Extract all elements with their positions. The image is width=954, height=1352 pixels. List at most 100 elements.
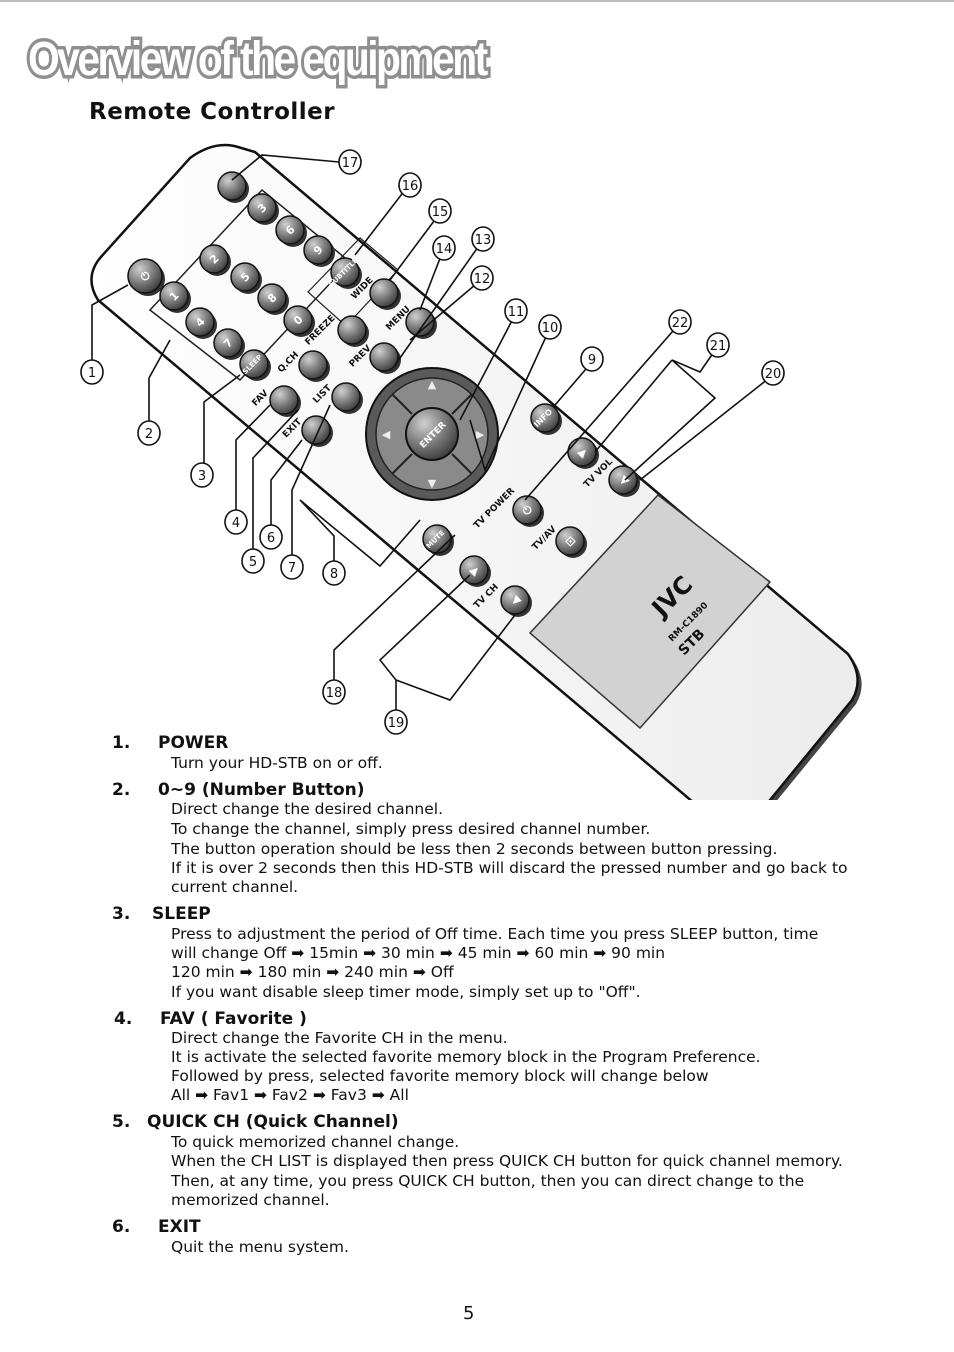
callout-13: 13 (471, 226, 495, 252)
leader-line (270, 439, 303, 537)
item-number: 2. (112, 780, 131, 800)
digit-7-button[interactable]: 7 (213, 328, 245, 360)
svg-text:20: 20 (765, 367, 782, 382)
item-description-line: It is activate the selected favorite mem… (171, 1048, 761, 1066)
digit-2-button[interactable]: 2 (199, 244, 231, 276)
svg-text:9: 9 (588, 353, 596, 368)
tv-power-button[interactable]: ⏻ (512, 495, 544, 527)
leader-line (378, 574, 516, 722)
item-title: FAV ( Favorite ) (160, 1009, 307, 1029)
leader-line (231, 154, 351, 181)
exit-button[interactable] (301, 415, 333, 447)
svg-text:7: 7 (288, 561, 296, 576)
callout-15: 15 (428, 198, 452, 224)
tv-av-button[interactable]: ⊡ (555, 526, 587, 558)
svg-text:19: 19 (388, 716, 405, 731)
subtitle-button[interactable] (330, 257, 362, 289)
leader-line (252, 409, 299, 560)
item-description-line: memorized channel. (171, 1191, 330, 1209)
callout-leaders (91, 154, 774, 722)
tv-ch-down-button[interactable]: ◀ (500, 585, 532, 617)
dpad-down-icon: ▼ (428, 477, 437, 490)
item-description-line: If it is over 2 seconds then this HD-STB… (171, 859, 848, 877)
svg-text:22: 22 (672, 316, 689, 331)
svg-text:16: 16 (402, 179, 419, 194)
svg-text:11: 11 (508, 305, 525, 320)
callout-22: 22 (668, 309, 692, 335)
svg-text:2: 2 (145, 427, 153, 442)
leader-line (235, 404, 271, 522)
digit-3-button[interactable]: 3 (247, 193, 279, 225)
callout-6: 6 (259, 524, 283, 550)
svg-text:10: 10 (542, 321, 559, 336)
leader-line (333, 534, 456, 692)
item-description-line: current channel. (171, 878, 299, 896)
digit-9-button[interactable]: 9 (303, 235, 335, 267)
dpad-right-icon: ▶ (476, 428, 485, 441)
tv-vol-up-button[interactable]: ▶ (567, 437, 599, 469)
mute-top-button[interactable] (217, 171, 249, 203)
digit-4-button[interactable]: 4 (185, 307, 217, 339)
item-description-line: Press to adjustment the period of Off ti… (171, 925, 819, 943)
leader-line (639, 374, 774, 481)
item-description-line: Quit the menu system. (171, 1238, 349, 1256)
power-button[interactable]: ⏻ (127, 258, 165, 296)
freeze-button[interactable] (337, 315, 369, 347)
svg-text:12: 12 (474, 272, 491, 287)
enter-button[interactable] (405, 407, 459, 461)
leader-line (291, 404, 331, 566)
callout-18: 18 (322, 679, 346, 705)
digit-1-button[interactable]: 1 (159, 281, 191, 313)
leader-line (409, 278, 483, 341)
digit-5-button[interactable]: 5 (230, 262, 262, 294)
svg-text:5: 5 (249, 555, 257, 570)
callout-10: 10 (538, 314, 562, 340)
item-description-line: 120 min ➡ 180 min ➡ 240 min ➡ Off (171, 963, 454, 981)
svg-text:1: 1 (88, 366, 96, 381)
tv-vol-down-button[interactable]: ◀ (608, 465, 640, 497)
digit-6-button[interactable]: 6 (275, 215, 307, 247)
fav-button[interactable] (269, 385, 301, 417)
callout-12: 12 (470, 265, 494, 291)
list-button[interactable] (331, 382, 363, 414)
wide-button[interactable] (369, 278, 401, 310)
leader-line (469, 327, 551, 473)
top-rule (0, 0, 954, 2)
item-number: 5. (112, 1112, 131, 1132)
item-description-line: Then, at any time, you press QUICK CH bu… (171, 1172, 805, 1190)
item-number: 1. (112, 733, 131, 753)
sleep-button[interactable] (239, 349, 271, 381)
svg-text:18: 18 (326, 686, 343, 701)
item-title: POWER (158, 733, 229, 753)
svg-text:15: 15 (432, 205, 449, 220)
digit-8-button[interactable]: 8 (257, 283, 289, 315)
leader-line (91, 284, 129, 372)
dpad[interactable]: ENTER ▲ ▶ ▼ ◀ (365, 367, 499, 501)
item-description-line: Turn your HD-STB on or off. (171, 754, 383, 772)
item-number: 3. (112, 904, 131, 924)
item-title: EXIT (158, 1217, 201, 1237)
item-title: SLEEP (152, 904, 211, 924)
svg-text:21: 21 (710, 339, 727, 354)
callout-19: 19 (384, 709, 408, 735)
callout-16: 16 (398, 172, 422, 198)
prev-button[interactable] (369, 342, 401, 374)
svg-text:13: 13 (475, 233, 492, 248)
item-title: QUICK CH (Quick Channel) (147, 1112, 399, 1132)
qch-button[interactable] (298, 350, 330, 382)
leader-line (354, 185, 409, 256)
info-button[interactable] (530, 403, 562, 435)
item-description-line: The button operation should be less then… (171, 840, 778, 858)
callout-4: 4 (224, 509, 248, 535)
jvc-label-panel: JVC RM-C1890 STB (528, 493, 772, 730)
item-description-line: Followed by press, selected favorite mem… (171, 1067, 709, 1085)
dpad-left-icon: ◀ (382, 428, 391, 441)
page-number: 5 (463, 1303, 475, 1324)
digit-0-button[interactable]: 0 (283, 305, 315, 337)
svg-text:4: 4 (232, 516, 240, 531)
svg-text:6: 6 (267, 531, 275, 546)
item-description-line: To change the channel, simply press desi… (171, 820, 651, 838)
leader-line (394, 239, 484, 366)
callout-21: 21 (706, 332, 730, 358)
